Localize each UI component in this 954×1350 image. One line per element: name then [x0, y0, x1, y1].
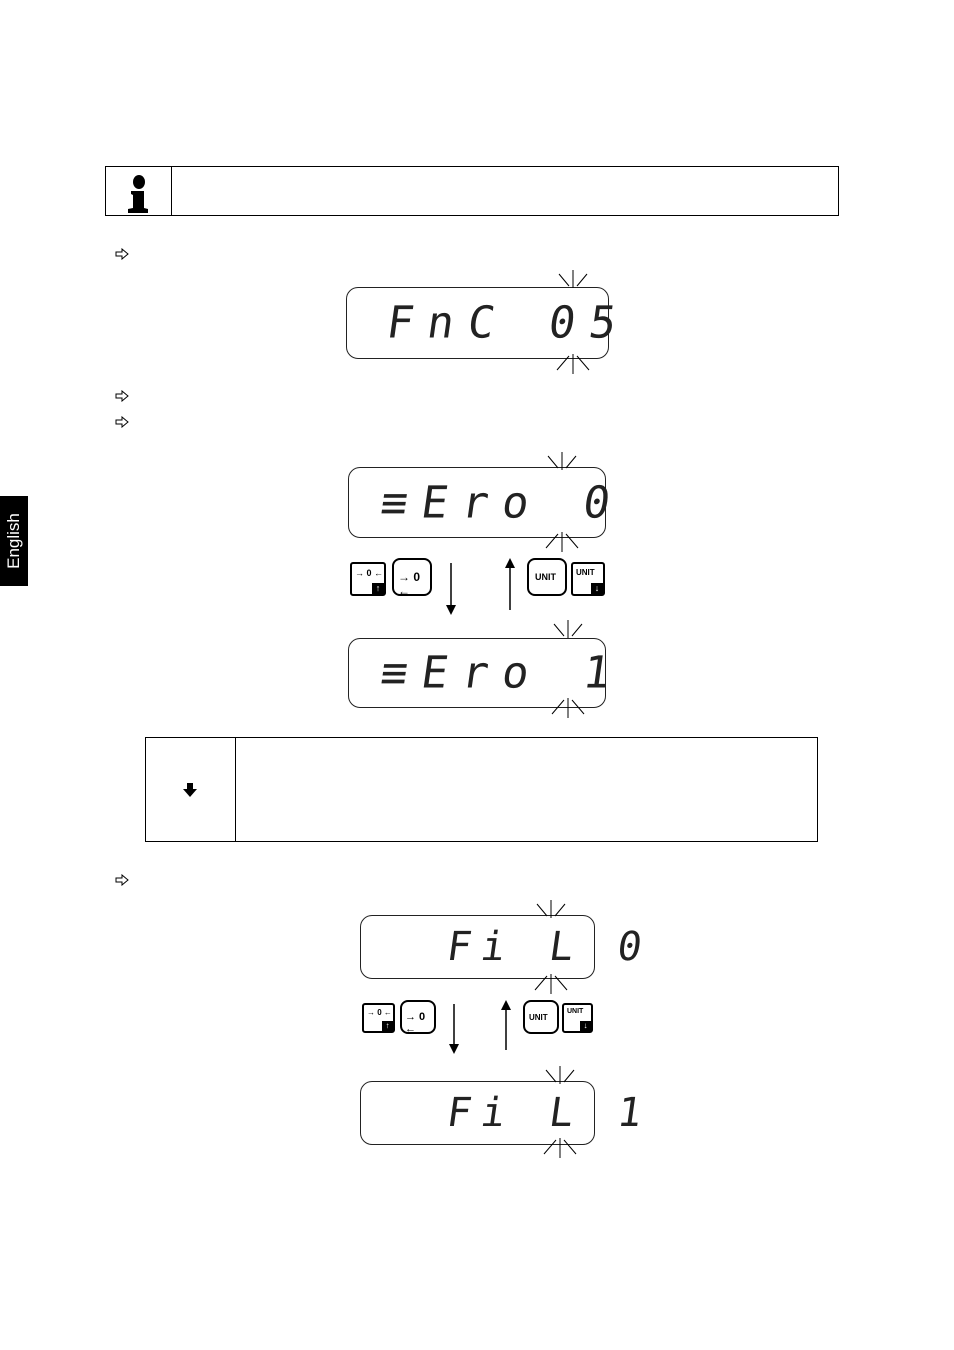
lcd-display-zero-0: ≡Ero 0	[348, 467, 628, 538]
hollow-right-arrow-icon	[115, 416, 129, 428]
up-arrow-icon: ↑	[372, 583, 384, 594]
key-row-filter: → 0 ← ↑ → 0 ← UNIT UNIT ↓	[362, 1000, 602, 1056]
tare-key[interactable]: → 0 ←	[392, 558, 432, 598]
unit-down-key-label: UNIT	[567, 1008, 584, 1015]
blink-indicator-icon	[558, 270, 588, 288]
lcd-display-fil-0: Fi L 0	[360, 915, 655, 979]
display-text: ≡Ero 0	[377, 477, 628, 528]
blink-indicator-icon	[547, 452, 577, 470]
unit-down-key[interactable]: UNIT ↓	[562, 1003, 593, 1033]
blink-indicator-icon	[543, 1138, 577, 1158]
tare-key-label: → 0 ←	[405, 1011, 426, 1035]
info-icon-cell	[106, 167, 172, 215]
down-arrow-icon	[446, 563, 456, 615]
blink-indicator-icon	[545, 1066, 575, 1084]
up-arrow-icon	[501, 1000, 511, 1050]
blink-indicator-icon	[545, 532, 579, 552]
tare-up-key-label: → 0 ←	[367, 1008, 392, 1017]
unit-down-key-label: UNIT	[576, 568, 595, 577]
up-arrow-icon	[505, 558, 515, 610]
tare-key-label: → 0 ←	[398, 570, 421, 598]
unit-key[interactable]: UNIT	[523, 1000, 559, 1034]
unit-key-label: UNIT	[529, 1013, 548, 1022]
lcd-display-fil-1: Fi L 1	[360, 1081, 655, 1145]
display-text: Fi L 1	[375, 1090, 655, 1136]
tare-key[interactable]: → 0 ←	[400, 1000, 436, 1035]
language-tab: English	[0, 496, 28, 586]
down-arrow-icon	[449, 1004, 459, 1054]
language-label: English	[4, 513, 23, 569]
display-text: Fi L 0	[375, 924, 655, 970]
unit-key[interactable]: UNIT	[527, 558, 567, 596]
lcd-display-fnc05: FnC 05	[346, 287, 634, 359]
blink-indicator-icon	[536, 900, 566, 918]
blink-indicator-icon	[534, 974, 568, 994]
info-icon	[128, 175, 148, 213]
blink-indicator-icon	[553, 620, 583, 638]
display-text: ≡Ero 1	[377, 647, 628, 699]
lcd-display-zero-1: ≡Ero 1	[348, 638, 628, 708]
hollow-right-arrow-icon	[115, 390, 129, 402]
blink-indicator-icon	[551, 698, 585, 718]
note-icon-cell	[146, 738, 236, 841]
hollow-right-arrow-icon	[115, 248, 129, 260]
blink-indicator-icon	[556, 354, 590, 374]
up-arrow-icon: ↑	[382, 1021, 393, 1031]
down-arrow-icon	[183, 783, 197, 797]
tare-up-key[interactable]: → 0 ← ↑	[362, 1003, 395, 1033]
hollow-right-arrow-icon	[115, 874, 129, 886]
unit-key-label: UNIT	[535, 572, 556, 582]
info-box	[105, 166, 839, 216]
down-arrow-icon: ↓	[580, 1021, 591, 1031]
tare-up-key[interactable]: → 0 ← ↑	[350, 562, 386, 596]
unit-down-key[interactable]: UNIT ↓	[571, 562, 605, 596]
down-arrow-icon: ↓	[591, 583, 603, 594]
tare-up-key-label: → 0 ←	[355, 568, 384, 578]
note-box	[145, 737, 818, 842]
key-row-zero: → 0 ← ↑ → 0 ← UNIT UNIT ↓	[350, 558, 610, 618]
display-text: FnC 05	[383, 297, 634, 349]
